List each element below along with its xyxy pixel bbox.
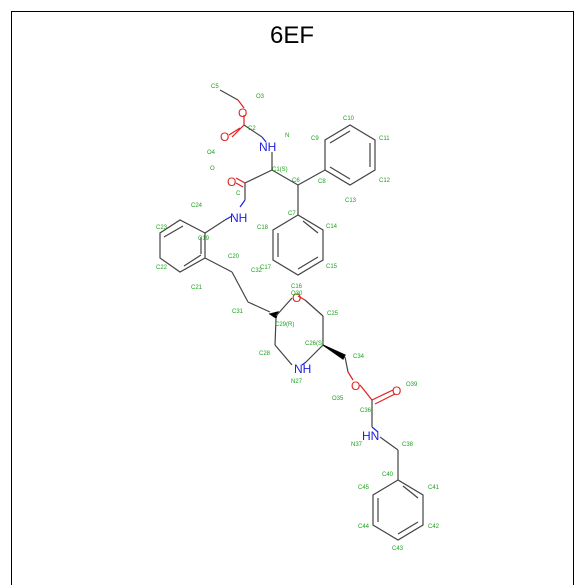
svg-text:C22: C22 [156, 265, 168, 271]
svg-text:O30: O30 [291, 291, 303, 297]
svg-text:C42: C42 [428, 524, 440, 530]
svg-text:C7: C7 [288, 211, 296, 217]
svg-text:C36: C36 [360, 408, 372, 414]
atom-o30: O [292, 291, 301, 305]
svg-text:O35: O35 [332, 396, 344, 402]
svg-text:N: N [285, 133, 289, 139]
svg-text:O: O [210, 166, 215, 172]
svg-text:C10: C10 [343, 116, 355, 122]
svg-text:C18: C18 [257, 225, 269, 231]
svg-text:C24: C24 [191, 203, 203, 209]
atom-hn: HN [362, 429, 379, 443]
svg-text:C40: C40 [382, 472, 394, 478]
svg-text:N27: N27 [291, 379, 303, 385]
atom-o3: O [238, 106, 247, 120]
svg-text:C21: C21 [191, 285, 203, 291]
svg-text:C25: C25 [327, 311, 339, 317]
svg-text:C38: C38 [402, 442, 414, 448]
atom-nh-upper: NH [259, 140, 276, 154]
svg-text:C9: C9 [311, 136, 319, 142]
atom-o: O [227, 175, 236, 189]
svg-text:C23: C23 [156, 225, 168, 231]
svg-text:C13: C13 [345, 198, 357, 204]
svg-text:C45: C45 [358, 485, 370, 491]
svg-text:C11: C11 [379, 136, 390, 142]
svg-text:C2: C2 [248, 126, 256, 132]
svg-text:C29(R): C29(R) [275, 322, 294, 328]
svg-text:C16: C16 [291, 284, 303, 290]
svg-text:C20: C20 [228, 254, 240, 260]
svg-text:C41: C41 [428, 485, 440, 491]
svg-text:C6: C6 [292, 178, 300, 184]
svg-text:C28: C28 [259, 351, 271, 357]
atom-symbols: O O NH O NH O NH O O HN [220, 106, 401, 443]
svg-text:C5: C5 [211, 84, 219, 90]
svg-text:C1(S): C1(S) [272, 167, 288, 173]
atom-nh-ring: NH [294, 362, 311, 376]
svg-text:C17: C17 [260, 265, 272, 271]
svg-text:C14: C14 [326, 224, 338, 230]
atom-o39: O [392, 384, 401, 398]
svg-text:C31: C31 [232, 309, 244, 315]
svg-text:C19: C19 [198, 236, 210, 242]
svg-text:O39: O39 [406, 382, 418, 388]
molecule-title: 6EF [269, 22, 314, 49]
svg-text:C32: C32 [251, 268, 263, 274]
bonds [159, 89, 424, 541]
atom-labels: C5 O3 C2 N O4 C1(S) O C C6 C9 C10 C11 C8… [156, 84, 440, 552]
svg-text:O3: O3 [256, 94, 265, 100]
svg-text:C: C [236, 191, 241, 197]
figure-frame [11, 11, 574, 585]
svg-text:C26(S): C26(S) [305, 341, 324, 347]
svg-text:C12: C12 [379, 178, 391, 184]
atom-o35: O [351, 379, 360, 393]
atom-nh-amide: NH [230, 211, 247, 225]
svg-text:C44: C44 [358, 524, 370, 530]
svg-text:C15: C15 [326, 264, 338, 270]
svg-text:C43: C43 [392, 546, 404, 552]
svg-text:C34: C34 [353, 354, 365, 360]
svg-text:C8: C8 [318, 179, 326, 185]
svg-text:O4: O4 [207, 150, 216, 156]
svg-text:N37: N37 [351, 442, 363, 448]
atom-o4: O [220, 130, 229, 144]
